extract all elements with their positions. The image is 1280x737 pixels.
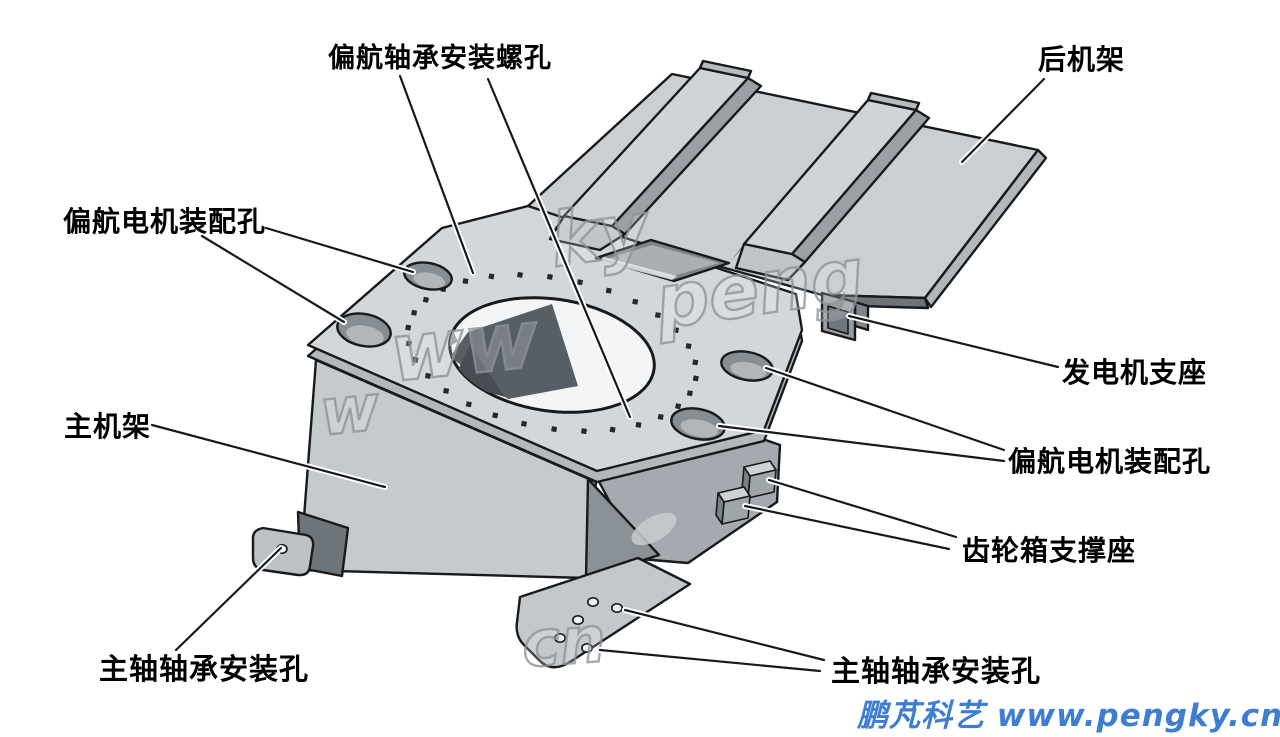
leader-yaw-bearing-screw-holes-2: [485, 76, 633, 420]
generator-support-notch: [827, 305, 849, 335]
watermark-cn: cn: [520, 603, 608, 683]
yaw-bearing-screw-hole: [609, 426, 616, 433]
main-shaft-hole: [580, 642, 593, 653]
yaw-bearing-screw-hole: [685, 343, 692, 350]
gearbox-block-side: [715, 492, 725, 525]
main-shaft-bearing-holes-front: [553, 596, 623, 653]
yaw-bearing-screw-hole: [551, 426, 558, 433]
yaw-bearing-screw-hole: [576, 279, 584, 286]
leader-main-frame: [149, 422, 388, 490]
slot-floor: [606, 245, 719, 276]
site-watermark: 鹏芃科艺 www.pengky.cn: [856, 698, 1280, 734]
yaw-motor-holes: [336, 261, 774, 441]
main-shaft-hole: [553, 632, 566, 643]
labels: 偏航轴承安装螺孔 后机架 偏航电机装配孔 主机架 主轴轴承安装孔 发电机支座 偏…: [63, 42, 1211, 688]
label-gearbox-support: 齿轮箱支撑座: [962, 534, 1136, 567]
leader-gearbox-support-2: [742, 503, 952, 552]
yaw-bearing-screw-hole: [692, 375, 699, 382]
gearbox-support-blocks: [715, 460, 777, 525]
yaw-bearing-screw-hole: [654, 312, 661, 319]
yaw-bearing-screw-hole: [488, 273, 495, 280]
leader-yaw-motor-right-2: [716, 423, 1007, 464]
rear-frame-rails: [548, 59, 931, 282]
leader-rear-frame: [959, 76, 1047, 165]
main-shaft-hole: [610, 602, 623, 613]
leader-yaw-motor-left-1: [263, 225, 416, 275]
yaw-bearing-screw-hole: [462, 278, 469, 285]
watermark-ky: ky: [545, 185, 656, 284]
yaw-motor-hole-floor: [680, 419, 718, 438]
yaw-bearing-screw-hole: [632, 298, 639, 305]
yaw-bearing-screw-hole: [686, 390, 693, 397]
generator-support-bracket: [820, 291, 870, 342]
yaw-motor-hole-floor: [346, 325, 384, 346]
label-main-frame: 主机架: [64, 411, 151, 443]
yaw-bearing-screw-hole: [692, 359, 699, 366]
leader-yaw-motor-right-1: [763, 365, 1007, 453]
rail-end: [866, 91, 921, 112]
yaw-bearing-screw-hole: [443, 387, 450, 394]
yaw-motor-hole-floor: [413, 272, 445, 289]
label-yaw-motor-holes-right: 偏航电机装配孔: [1008, 445, 1211, 478]
yaw-bearing-screw-hole: [492, 412, 499, 419]
yaw-bearing-screw-hole-ring: [405, 271, 699, 435]
label-yaw-bearing-screw-holes: 偏航轴承安装螺孔: [328, 42, 552, 73]
yaw-bearing-screw-hole: [580, 428, 588, 435]
yaw-bearing-screw-hole: [411, 309, 418, 316]
rail-end: [698, 59, 753, 80]
label-rear-frame: 后机架: [1038, 44, 1125, 76]
leader-generator-support: [846, 313, 1061, 370]
label-main-shaft-holes-left: 主轴轴承安装孔: [99, 653, 309, 686]
leader-gearbox-support-1: [766, 477, 959, 540]
leader-yaw-motor-left-2: [199, 233, 347, 325]
rear-frame-plate-edge: [923, 148, 1048, 309]
plate-slot: [594, 238, 731, 283]
leader-yaw-bearing-screw-holes-1: [397, 73, 476, 276]
yaw-bearing-screw-hole: [546, 273, 553, 280]
yaw-bearing-screw-hole: [672, 327, 680, 334]
main-plate: [306, 204, 804, 473]
leader-lines: [149, 73, 1061, 674]
yaw-bearing-screw-hole: [465, 401, 472, 408]
label-generator-support: 发电机支座: [1061, 356, 1207, 389]
yaw-bearing-screw-hole: [520, 420, 528, 427]
main-shaft-hole: [571, 614, 584, 625]
yaw-bearing-screw-hole: [605, 287, 612, 294]
label-main-shaft-holes-right: 主轴轴承安装孔: [831, 655, 1041, 688]
yaw-bearing-screw-hole: [405, 340, 412, 347]
yaw-bearing-screw-hole: [657, 413, 664, 420]
yaw-bearing-screw-hole: [405, 324, 412, 331]
label-yaw-motor-holes-left: 偏航电机装配孔: [63, 205, 266, 238]
yaw-bearing-screw-hole: [422, 296, 429, 303]
leader-main-shaft-left: [173, 545, 284, 653]
watermark-w: w: [316, 371, 383, 451]
watermark-ww: ww: [386, 292, 544, 400]
yaw-motor-hole-floor: [730, 361, 766, 379]
slot-highlight: [599, 257, 677, 280]
leader-main-shaft-right-2: [597, 647, 823, 674]
gusset-highlight: [631, 512, 677, 546]
yaw-bearing-screw-hole: [424, 372, 432, 379]
yaw-bearing-screw-hole: [675, 403, 682, 410]
yaw-bearing-screw-hole: [635, 421, 642, 428]
leader-main-shaft-right-1: [622, 607, 827, 663]
yaw-bearing-screw-hole: [516, 271, 524, 278]
main-shaft-hole: [586, 596, 599, 607]
yaw-bearing-screw-hole: [412, 356, 419, 363]
